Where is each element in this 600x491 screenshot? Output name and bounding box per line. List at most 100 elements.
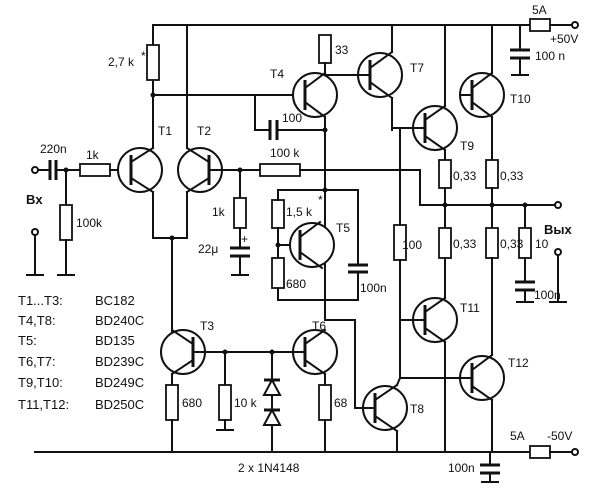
t11-label: T11 xyxy=(460,301,480,315)
legend-value: BD239C xyxy=(95,354,144,369)
t3-label: T3 xyxy=(200,319,214,333)
t12-emitter xyxy=(470,353,494,372)
r-033-b xyxy=(485,159,499,189)
output-terminal xyxy=(554,201,562,209)
trim-mark-b: * xyxy=(318,193,323,207)
input-label: Bx xyxy=(26,192,43,207)
r-1k xyxy=(233,197,247,229)
t12-label: T12 xyxy=(508,356,529,370)
legend-value: BD240C xyxy=(95,313,144,328)
c-100n-mid-label: 100n xyxy=(360,281,387,295)
legend-key: T4,T8: xyxy=(18,313,56,328)
legend-value: BC182 xyxy=(95,293,135,308)
t7-label: T7 xyxy=(410,61,424,75)
r-1k5 xyxy=(271,199,285,229)
r-1k5-label: 1,5 k xyxy=(286,205,313,219)
t10-label: T10 xyxy=(510,92,531,106)
t1-collector xyxy=(129,146,155,164)
r-033-a-label: 0,33 xyxy=(453,169,477,183)
c-in-label: 220n xyxy=(40,142,67,156)
r-10k-label: 10 k xyxy=(234,396,258,410)
neg-terminal xyxy=(571,448,579,456)
r-10k xyxy=(218,384,232,421)
t1-emitter xyxy=(129,176,155,194)
legend-value: BD135 xyxy=(95,333,135,348)
t5-emitter xyxy=(298,250,324,270)
r-68 xyxy=(318,384,332,421)
t9-label: T9 xyxy=(460,139,474,153)
t8-emitter xyxy=(373,383,399,402)
r-10-label: 10 xyxy=(535,237,549,251)
r-in xyxy=(79,163,111,177)
c-100n-out-label: 100n xyxy=(534,288,561,302)
legend-key: T5: xyxy=(18,333,37,348)
t4-collector xyxy=(303,100,327,119)
t8-label: T8 xyxy=(410,402,424,416)
t5-label: T5 xyxy=(336,221,350,235)
trim-mark-a: * xyxy=(141,49,146,63)
t1-col-junction xyxy=(150,92,156,98)
r-680-mid xyxy=(271,257,285,289)
input-gnd-terminal xyxy=(31,228,39,236)
t1-label: T1 xyxy=(158,124,172,138)
c-100n-top-label: 100 n xyxy=(535,49,565,63)
fuse-bottom-label: 5A xyxy=(510,429,525,443)
c-22u-plus: + xyxy=(241,232,248,246)
t6-label: T6 xyxy=(312,319,326,333)
pos-supply-label: +50V xyxy=(550,32,578,46)
t9-emitter xyxy=(423,134,447,152)
legend-value: BD250C xyxy=(95,397,144,412)
legend-value: BD249C xyxy=(95,375,144,390)
r-fb-label: 100 k xyxy=(270,146,300,160)
t7-emitter xyxy=(368,80,394,100)
t6-emitter xyxy=(303,358,327,376)
r-100-label: 100 xyxy=(402,238,422,252)
legend-key: T9,T10: xyxy=(18,375,63,390)
r-33 xyxy=(318,34,332,64)
t4-label: T4 xyxy=(270,67,284,81)
c-100n-bottom-label: 100n xyxy=(448,461,475,475)
t5-collector xyxy=(298,220,322,239)
t1-body xyxy=(117,147,163,193)
t11-emitter xyxy=(423,296,447,314)
r-033-c-label: 0,33 xyxy=(453,237,477,251)
t8-collector xyxy=(373,414,399,433)
r-68-label: 68 xyxy=(334,396,348,410)
t8-em-wire xyxy=(395,376,402,387)
r-33-label: 33 xyxy=(335,43,349,57)
t11-collector xyxy=(423,326,447,344)
c-22u-label: 22μ xyxy=(198,242,218,256)
r-top-left xyxy=(146,44,160,81)
r-033-d xyxy=(485,227,499,259)
diode-1 xyxy=(262,377,282,396)
t3-emitter xyxy=(170,358,195,376)
r-fb xyxy=(259,163,301,177)
pos-terminal xyxy=(571,21,579,29)
legend-key: T1...T3: xyxy=(18,293,63,308)
fuse-top-label: 5A xyxy=(532,3,547,17)
neg-supply-label: -50V xyxy=(547,429,572,443)
r-033-d-label: 0,33 xyxy=(500,237,524,251)
t6-collector xyxy=(303,328,327,346)
r-680-bot-label: 680 xyxy=(182,396,202,410)
t12-collector xyxy=(470,384,494,402)
diode-2 xyxy=(262,407,282,426)
diodes-label: 2 x 1N4148 xyxy=(238,461,300,475)
t4-emitter xyxy=(303,71,327,90)
r-033-b-label: 0,33 xyxy=(500,169,524,183)
output-label: Вых xyxy=(544,222,572,237)
t2-collector xyxy=(185,146,211,164)
r-680-bot xyxy=(165,384,179,421)
fuse-bottom xyxy=(529,445,551,459)
t2-emitter xyxy=(185,176,211,194)
output-gnd-terminal xyxy=(554,248,562,256)
t3-collector xyxy=(170,328,195,346)
c-100-label: 100 xyxy=(282,111,302,125)
t2-label: T2 xyxy=(197,124,211,138)
t10-emitter xyxy=(470,100,494,119)
fuse-top xyxy=(529,18,551,32)
r-in-label: 1k xyxy=(86,148,100,162)
t10-collector xyxy=(470,71,494,90)
